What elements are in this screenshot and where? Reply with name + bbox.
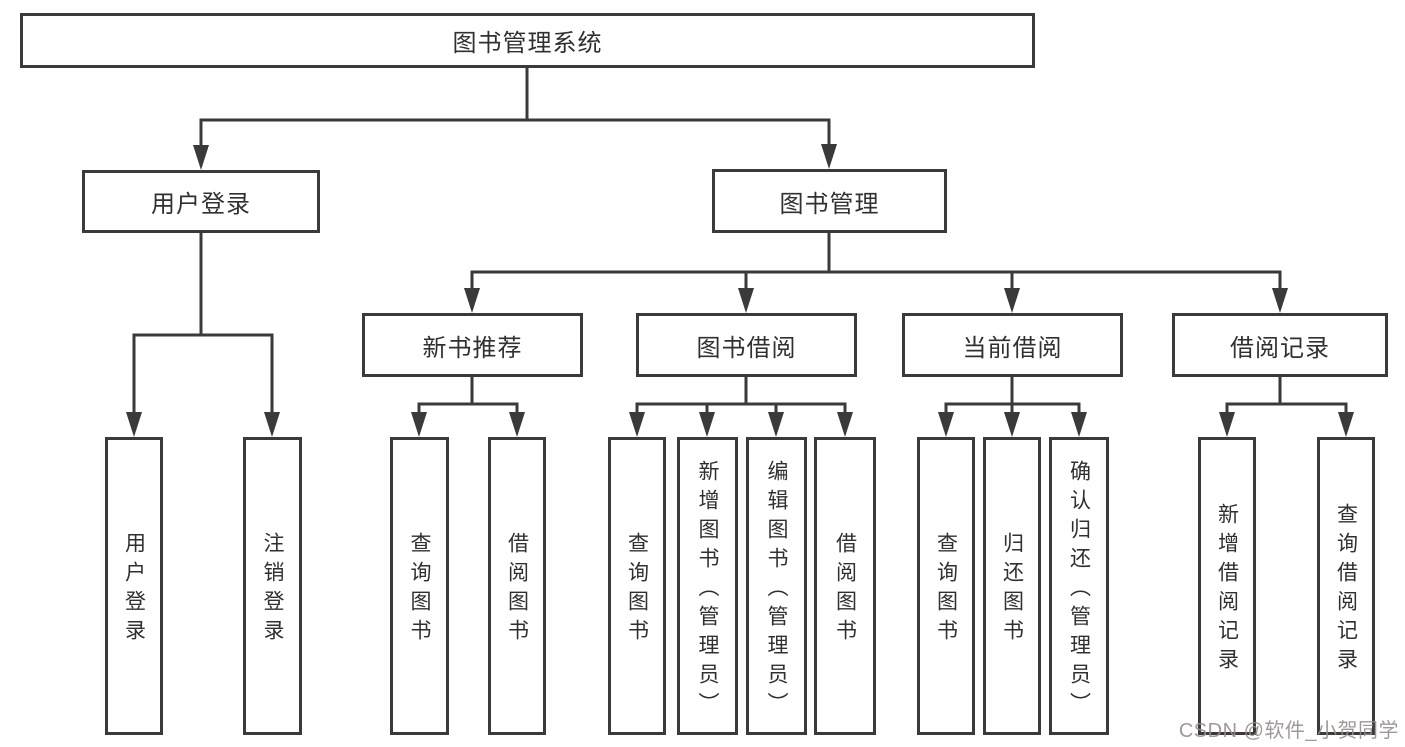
node-label: 查询图书 — [625, 532, 649, 648]
node-label: 归还图书 — [1000, 532, 1024, 648]
leaf-query-books-borrow: 查询图书 — [608, 437, 666, 735]
leaf-add-borrow-record: 新增借阅记录 — [1198, 437, 1256, 735]
node-label: 用户登录 — [151, 191, 251, 218]
node-label: 图书管理系统 — [452, 30, 603, 57]
node-label: 新书推荐 — [422, 334, 523, 362]
leaf-user-login: 用户登录 — [105, 437, 163, 735]
leaf-add-book-admin: 新增图书（管理员） — [677, 437, 738, 735]
node-label: 查询借阅记录 — [1334, 503, 1358, 677]
node-label: 借阅图书 — [505, 532, 529, 648]
node-label: 确认归还（管理员） — [1067, 459, 1091, 721]
node-label: 注销登录 — [261, 532, 284, 648]
node-label: 借阅记录 — [1230, 334, 1330, 362]
node-current-borrowing: 当前借阅 — [902, 313, 1123, 377]
node-label: 图书管理 — [779, 190, 880, 218]
node-label: 查询图书 — [408, 532, 431, 648]
leaf-logout: 注销登录 — [243, 437, 302, 735]
leaf-query-books-current: 查询图书 — [917, 437, 975, 735]
node-label: 查询图书 — [934, 532, 958, 648]
leaf-edit-book-admin: 编辑图书（管理员） — [746, 437, 807, 735]
node-user-login: 用户登录 — [82, 170, 320, 233]
leaf-confirm-return-admin: 确认归还（管理员） — [1049, 437, 1109, 735]
node-book-management: 图书管理 — [712, 169, 947, 233]
node-label: 编辑图书（管理员） — [765, 459, 788, 721]
leaf-borrow-books-recommend: 借阅图书 — [488, 437, 546, 735]
node-book-borrowing: 图书借阅 — [636, 313, 857, 377]
node-label: 当前借阅 — [962, 334, 1063, 362]
leaf-return-books: 归还图书 — [983, 437, 1041, 735]
leaf-query-borrow-record: 查询借阅记录 — [1317, 437, 1375, 735]
node-library-management-system: 图书管理系统 — [20, 13, 1035, 68]
leaf-query-books-recommend: 查询图书 — [390, 437, 449, 735]
node-label: 图书借阅 — [696, 334, 797, 362]
leaf-borrow-books: 借阅图书 — [814, 437, 876, 735]
node-new-book-recommend: 新书推荐 — [362, 313, 583, 377]
node-label: 用户登录 — [122, 532, 146, 648]
node-label: 借阅图书 — [833, 532, 857, 648]
csdn-watermark: CSDN @软件_小贺同学 — [1178, 720, 1399, 742]
node-borrow-records: 借阅记录 — [1172, 313, 1388, 377]
node-label: 新增图书（管理员） — [696, 459, 719, 721]
node-label: 新增借阅记录 — [1215, 503, 1239, 677]
